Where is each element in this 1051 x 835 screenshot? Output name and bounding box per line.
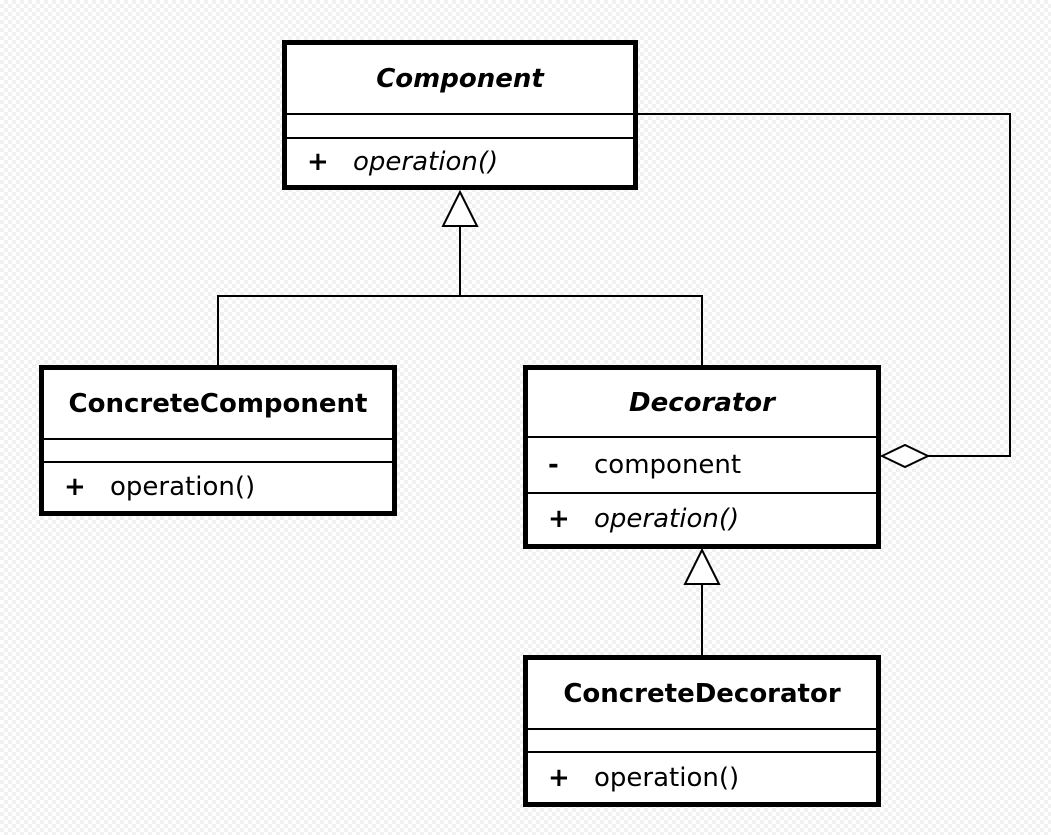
operation-name: operation()	[110, 472, 256, 502]
operations-compartment: + operation()	[528, 494, 876, 544]
attribute-name: component	[594, 450, 742, 480]
generalization-line-concretecomponent	[217, 295, 460, 366]
attributes-compartment	[44, 440, 392, 463]
visibility-marker: -	[548, 450, 559, 480]
operation-member: + operation()	[287, 147, 633, 177]
generalization-arrowhead-component	[441, 189, 479, 227]
operation-member: + operation()	[44, 472, 392, 502]
operations-compartment: + operation()	[44, 463, 392, 511]
class-name: ConcreteDecorator	[528, 660, 876, 730]
class-decorator: Decorator - component + operation()	[523, 365, 881, 549]
visibility-marker: +	[548, 504, 570, 534]
operations-compartment: + operation()	[528, 753, 876, 802]
attributes-compartment	[287, 115, 633, 139]
aggregation-diamond	[879, 443, 931, 469]
visibility-marker: +	[307, 147, 329, 177]
aggregation-line	[638, 113, 1011, 457]
class-concrete-component: ConcreteComponent + operation()	[39, 365, 397, 516]
operation-name: operation()	[594, 504, 740, 534]
class-component: Component + operation()	[282, 40, 638, 190]
operations-compartment: + operation()	[287, 139, 633, 185]
operation-name: operation()	[353, 147, 499, 177]
operation-name: operation()	[594, 762, 740, 793]
visibility-marker: +	[64, 472, 86, 502]
attributes-compartment: - component	[528, 438, 876, 494]
class-concrete-decorator: ConcreteDecorator + operation()	[523, 655, 881, 807]
visibility-marker: +	[548, 762, 570, 793]
class-name: ConcreteComponent	[44, 370, 392, 440]
attribute-member: - component	[528, 450, 876, 480]
operation-member: + operation()	[528, 763, 876, 793]
class-name: Component	[287, 45, 633, 115]
class-name: Decorator	[528, 370, 876, 438]
attributes-compartment	[528, 730, 876, 753]
operation-member: + operation()	[528, 504, 876, 534]
generalization-line-decorator	[460, 295, 703, 366]
generalization-arrowhead-decorator	[683, 547, 721, 585]
